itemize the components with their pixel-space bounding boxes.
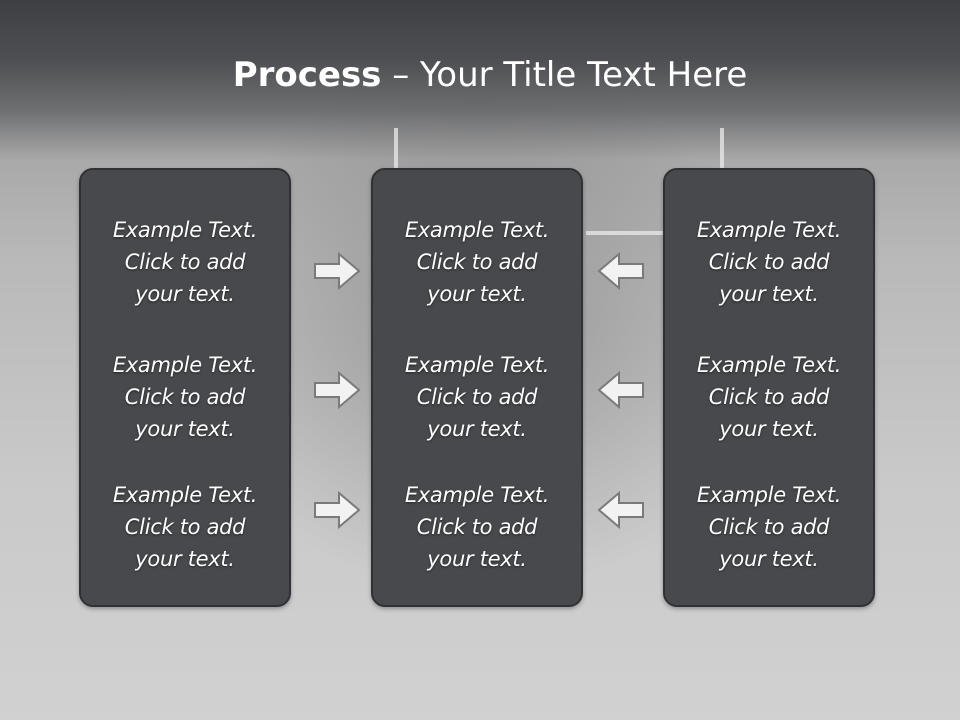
- text-line: Example Text.: [112, 483, 258, 507]
- text-block[interactable]: Example Text. Click to add your text.: [665, 349, 873, 445]
- text-line: Example Text.: [696, 218, 842, 242]
- arrow-right-icon[interactable]: [313, 251, 361, 291]
- background-line: [394, 128, 398, 168]
- text-line: your text.: [135, 417, 235, 441]
- text-line: your text.: [719, 417, 819, 441]
- text-block[interactable]: Example Text. Click to add your text.: [81, 214, 289, 310]
- text-line: Example Text.: [112, 353, 258, 377]
- text-line: Example Text.: [404, 218, 550, 242]
- process-panel-right[interactable]: Example Text. Click to add your text. Ex…: [663, 168, 875, 607]
- text-block[interactable]: Example Text. Click to add your text.: [373, 479, 581, 575]
- arrow-left-icon[interactable]: [597, 370, 645, 410]
- text-line: Click to add: [416, 250, 538, 274]
- text-line: Click to add: [708, 515, 830, 539]
- text-line: Click to add: [708, 250, 830, 274]
- text-line: Click to add: [416, 515, 538, 539]
- title-rest: – Your Title Text Here: [381, 55, 748, 95]
- text-block[interactable]: Example Text. Click to add your text.: [665, 479, 873, 575]
- arrow-right-icon[interactable]: [313, 370, 361, 410]
- text-block[interactable]: Example Text. Click to add your text.: [373, 214, 581, 310]
- background-line: [586, 231, 664, 235]
- text-line: your text.: [719, 282, 819, 306]
- text-line: your text.: [135, 547, 235, 571]
- title-bold: Process: [232, 55, 382, 95]
- arrow-left-icon[interactable]: [597, 251, 645, 291]
- text-line: Example Text.: [696, 353, 842, 377]
- text-line: Example Text.: [696, 483, 842, 507]
- process-panel-center[interactable]: Example Text. Click to add your text. Ex…: [371, 168, 583, 607]
- text-line: Click to add: [124, 250, 246, 274]
- process-panel-left[interactable]: Example Text. Click to add your text. Ex…: [79, 168, 291, 607]
- text-line: Example Text.: [404, 483, 550, 507]
- text-line: Click to add: [708, 385, 830, 409]
- text-block[interactable]: Example Text. Click to add your text.: [81, 349, 289, 445]
- text-line: Click to add: [416, 385, 538, 409]
- text-line: Click to add: [124, 515, 246, 539]
- text-block[interactable]: Example Text. Click to add your text.: [665, 214, 873, 310]
- text-line: your text.: [427, 282, 527, 306]
- slide-title[interactable]: Process – Your Title Text Here: [0, 52, 960, 98]
- background-line: [720, 128, 724, 168]
- text-line: Click to add: [124, 385, 246, 409]
- text-line: Example Text.: [404, 353, 550, 377]
- arrow-left-icon[interactable]: [597, 490, 645, 530]
- text-line: your text.: [135, 282, 235, 306]
- text-line: your text.: [427, 417, 527, 441]
- text-block[interactable]: Example Text. Click to add your text.: [81, 479, 289, 575]
- text-line: your text.: [427, 547, 527, 571]
- arrow-right-icon[interactable]: [313, 490, 361, 530]
- text-line: Example Text.: [112, 218, 258, 242]
- text-block[interactable]: Example Text. Click to add your text.: [373, 349, 581, 445]
- text-line: your text.: [719, 547, 819, 571]
